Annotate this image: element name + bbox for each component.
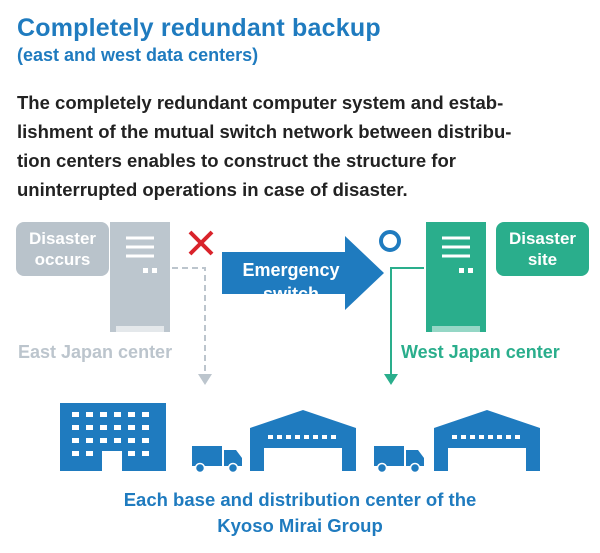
description-line: tion centers enables to construct the st… bbox=[17, 150, 456, 171]
arrow-line: switch bbox=[262, 284, 319, 304]
truck-icon bbox=[192, 446, 242, 474]
cross-icon bbox=[188, 230, 214, 256]
description-line: uninterrupted operations in case of disa… bbox=[17, 179, 408, 200]
description-paragraph: The completely redundant computer system… bbox=[17, 88, 583, 204]
warehouse-icon bbox=[434, 410, 540, 471]
badge-line: site bbox=[527, 250, 558, 269]
west-connector bbox=[384, 267, 424, 385]
west-server-icon bbox=[426, 222, 486, 332]
warehouse-icon bbox=[250, 410, 356, 471]
page-title: Completely redundant backup bbox=[17, 14, 381, 42]
truck-icon bbox=[374, 446, 424, 474]
description-line: lishment of the mutual switch network be… bbox=[17, 121, 512, 142]
disaster-site-badge: Disaster site bbox=[496, 222, 589, 276]
east-center-label: East Japan center bbox=[18, 342, 173, 362]
caption-line: Kyoso Mirai Group bbox=[217, 515, 383, 536]
caption-line: Each base and distribution center of the bbox=[123, 489, 477, 510]
badge-line: Disaster bbox=[28, 229, 97, 248]
circle-icon bbox=[379, 230, 401, 252]
east-server-icon bbox=[110, 222, 170, 332]
badge-line: Disaster bbox=[508, 229, 577, 248]
west-center-label: West Japan center bbox=[401, 342, 560, 362]
disaster-occurs-badge: Disaster occurs bbox=[16, 222, 109, 276]
bottom-caption: Each base and distribution center of the… bbox=[0, 487, 600, 539]
office-building-icon bbox=[60, 403, 166, 471]
arrow-line: Emergency bbox=[242, 260, 340, 280]
badge-line: occurs bbox=[34, 250, 91, 269]
description-line: The completely redundant computer system… bbox=[17, 92, 504, 113]
east-dashed-connector bbox=[172, 267, 212, 385]
emergency-switch-arrow bbox=[222, 236, 384, 310]
emergency-switch-label: Emergency switch bbox=[232, 258, 350, 306]
page-subtitle: (east and west data centers) bbox=[17, 45, 259, 65]
